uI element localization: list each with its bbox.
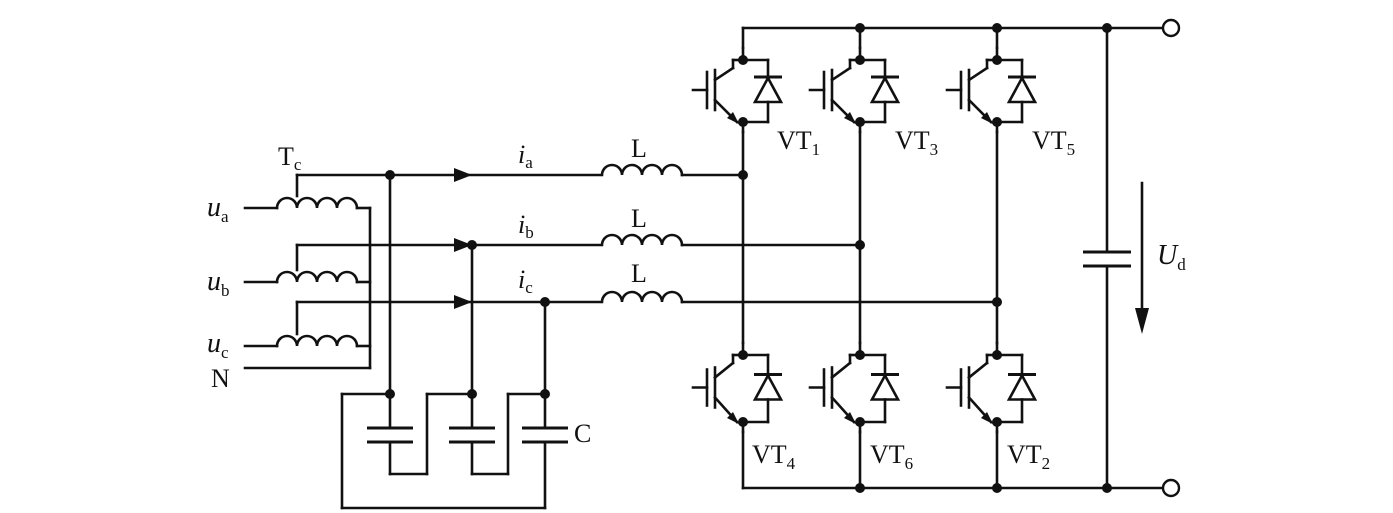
label-la: L: [631, 134, 647, 163]
junction-dot: [855, 350, 865, 360]
junction-dot: [992, 55, 1002, 65]
current-arrow-c: [454, 295, 472, 309]
label-ub: ub: [207, 266, 230, 300]
junction-dot: [855, 240, 865, 250]
junction-dot: [992, 297, 1002, 307]
junction-dot: [855, 55, 865, 65]
labels: Tc ua ub uc N ia ib ic L L L C VT1 VT3 V…: [207, 126, 1186, 473]
label-lb: L: [631, 204, 647, 233]
label-vt2: VT2: [1007, 440, 1050, 473]
emitter-arrow: [844, 412, 856, 424]
label-ia: ia: [518, 140, 533, 172]
label-uc: uc: [207, 328, 229, 362]
label-ua: ua: [207, 192, 229, 226]
label-ib: ib: [518, 210, 534, 242]
diode-symbol: [1006, 372, 1038, 401]
diode-symbol: [869, 372, 901, 401]
line-inductors: [600, 163, 999, 304]
dc-bus: [741, 18, 1181, 498]
ac-lines: [295, 168, 602, 309]
label-tc: Tc: [278, 142, 302, 174]
label-c: C: [574, 419, 591, 448]
diode-symbol: [752, 372, 784, 401]
label-ic: ic: [518, 265, 533, 297]
junction-dot: [992, 350, 1002, 360]
inductor-lc: [600, 290, 684, 304]
filter-capacitors: [340, 173, 568, 510]
junction-dot: [992, 117, 1002, 127]
dc-capacitor: [1083, 26, 1131, 490]
emitter-arrow: [727, 112, 739, 124]
junction-dot: [738, 55, 748, 65]
transformer-tc: [243, 173, 372, 370]
junction-dot: [992, 417, 1002, 427]
diode-symbol: [752, 75, 784, 104]
label-vt6: VT6: [870, 440, 913, 473]
junction-dot: [855, 117, 865, 127]
current-arrow-a: [454, 168, 472, 182]
label-n: N: [211, 364, 230, 393]
junction-dot: [855, 417, 865, 427]
junction-dot: [738, 350, 748, 360]
emitter-arrow: [981, 412, 993, 424]
emitter-arrow: [981, 112, 993, 124]
label-vt5: VT5: [1032, 126, 1075, 159]
inductor-la: [600, 163, 684, 177]
label-vt3: VT3: [895, 126, 938, 159]
inductor-lb: [600, 233, 684, 247]
diode-symbol: [1006, 75, 1038, 104]
igbt-bridge: [691, 26, 1038, 490]
label-vt4: VT4: [752, 440, 796, 473]
junction-dot: [738, 117, 748, 127]
label-vt1: VT1: [777, 126, 820, 159]
emitter-arrow: [844, 112, 856, 124]
label-ud: Ud: [1157, 240, 1186, 274]
diode-symbol: [869, 75, 901, 104]
label-lc: L: [631, 259, 647, 288]
ud-arrow: [1135, 181, 1149, 334]
junction-dot: [738, 170, 748, 180]
emitter-arrow: [727, 412, 739, 424]
junction-dot: [738, 417, 748, 427]
